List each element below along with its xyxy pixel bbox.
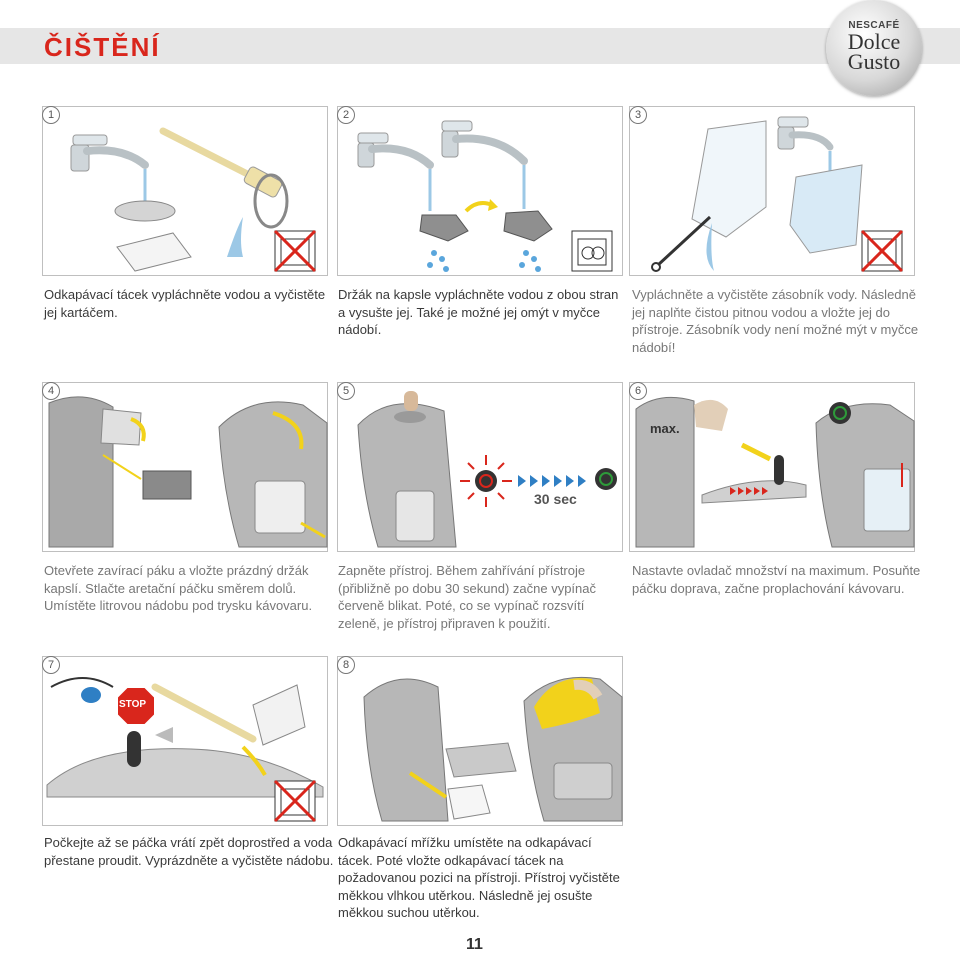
step-number: 5 (337, 382, 355, 400)
step-7-caption: Počkejte až se páčka vrátí zpět doprostř… (44, 835, 334, 868)
step-3-caption: Vypláchněte a vyčistěte zásobník vody. N… (632, 287, 919, 355)
step-8-panel: 8 (337, 656, 623, 826)
step-1-illustration (70, 127, 317, 273)
dolce-gusto-logo: NESCAFÉ Dolce Gusto (826, 0, 922, 96)
step-number: 7 (42, 656, 60, 674)
step-3-panel: 3 (629, 106, 915, 276)
step-4-illustration (48, 396, 328, 548)
step-2-caption: Držák na kapsle vypláchněte vodou z obou… (338, 287, 619, 337)
step-6-panel: max. 6 (629, 382, 915, 552)
step-number: 3 (629, 106, 647, 124)
step-2-panel: 2 (337, 106, 623, 276)
step-8-caption: Odkapávací mřížku umístěte na odkapávací… (338, 835, 620, 920)
step-number: 1 (42, 106, 60, 124)
page-title: ČIŠTĚNÍ (44, 32, 161, 62)
stop-label: STOP (119, 699, 147, 710)
step-number: 4 (42, 382, 60, 400)
step-6-illustration (635, 396, 915, 548)
step-5-panel: 30 sec 5 (337, 382, 623, 552)
step-5-illustration (357, 391, 617, 548)
step-2-illustration (357, 120, 613, 272)
step-1-caption: Odkapávací tácek vypláchněte vodou a vyč… (44, 287, 326, 320)
step-6-caption: Nastavte ovladač množství na maximum. Po… (632, 563, 921, 596)
warmup-timer-label: 30 sec (534, 491, 577, 507)
step-number: 2 (337, 106, 355, 124)
step-3-illustration (651, 116, 904, 273)
step-4-panel: 4 (42, 382, 328, 552)
step-7-illustration (46, 677, 324, 823)
step-8-illustration (363, 676, 623, 822)
step-7-panel: STOP 7 (42, 656, 328, 826)
step-4-caption: Otevřete zavírací páku a vložte prázdný … (44, 563, 313, 613)
logo-dolce-gusto: Dolce Gusto (847, 29, 901, 74)
step-5-caption: Zapněte přístroj. Během zahřívání přístr… (338, 563, 596, 631)
header-band (0, 28, 960, 64)
max-label: max. (650, 421, 680, 436)
step-number: 8 (337, 656, 355, 674)
step-number: 6 (629, 382, 647, 400)
logo-nescafe: NESCAFÉ (848, 20, 900, 31)
page-number: 11 (466, 936, 483, 953)
step-1-panel: 1 (42, 106, 328, 276)
